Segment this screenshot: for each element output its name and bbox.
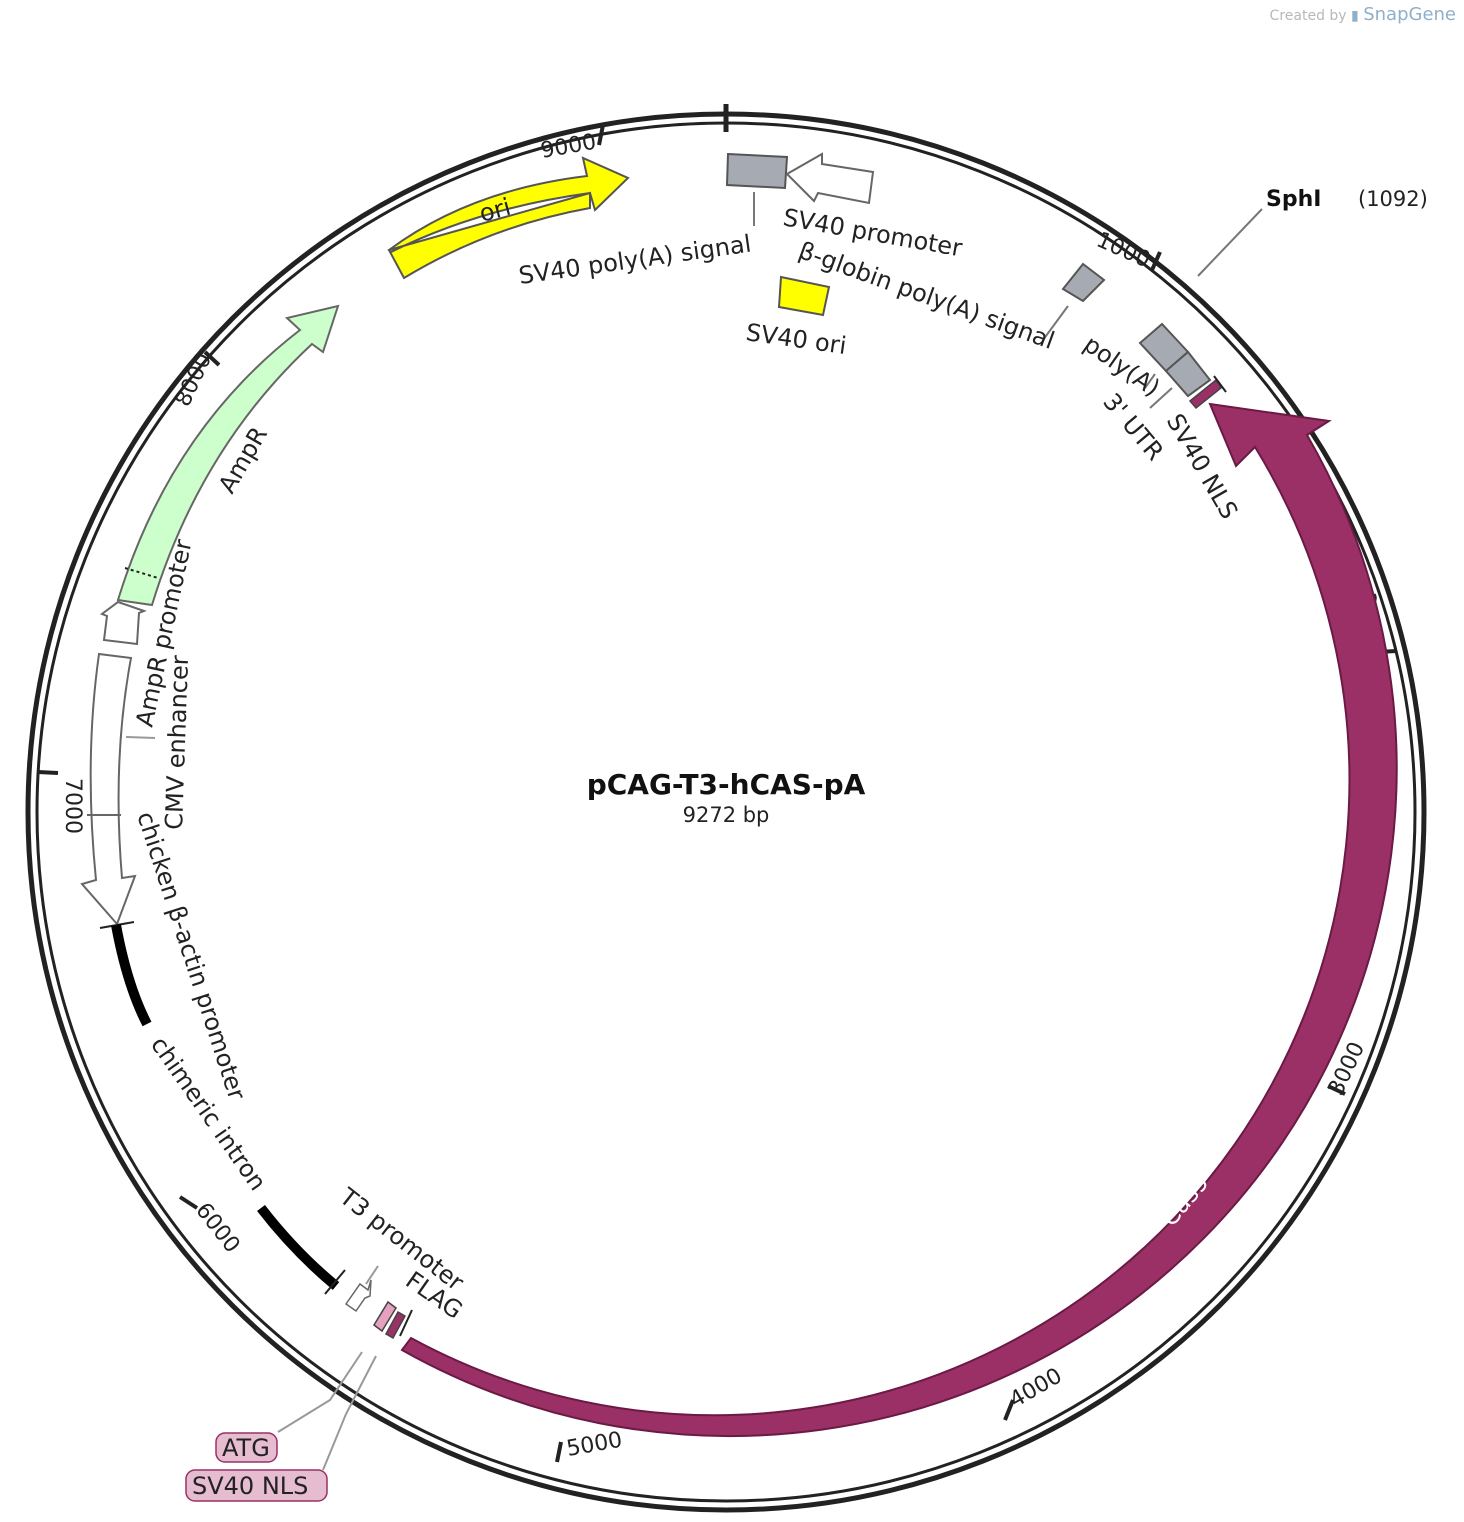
tick-label-7000: 7000 — [60, 778, 85, 834]
tick-6000 — [178, 1195, 199, 1210]
cmv-label: CMV enhancer — [160, 655, 194, 830]
sv40-nls-bottom-label: SV40 NLS — [192, 1472, 308, 1500]
sphi-enzyme-label: SphI — [1266, 187, 1321, 212]
sv40-nls-bottom-badge — [185, 1469, 328, 1502]
bglobin-polya-feature — [1061, 262, 1106, 303]
tick-label-1000: 1000 — [1093, 228, 1154, 274]
chimeric-intron-feature-a — [111, 924, 152, 1027]
t3-leader — [365, 1265, 379, 1285]
cmv-chicken-feature — [80, 652, 137, 926]
chimeric-intron-label: chimeric intron — [145, 1031, 272, 1195]
tick-label-6000: 6000 — [190, 1198, 244, 1258]
intron-end-tick — [324, 1269, 346, 1295]
tick-3000 — [1327, 1084, 1346, 1096]
polya-leader — [1144, 373, 1156, 389]
credit-brand: SnapGene — [1363, 4, 1456, 25]
ampr-feature — [116, 304, 340, 607]
sv40-nls-bottom-feature — [384, 1310, 407, 1340]
snapgene-credit: Created by ▮ SnapGene — [1270, 4, 1456, 25]
atg-badge — [215, 1432, 278, 1463]
sv40-nls-top-feature — [1188, 378, 1222, 410]
flag-tick — [399, 1309, 413, 1337]
sv40-polya-feature — [725, 152, 789, 190]
chicken-promoter-label: chicken β-actin promoter — [131, 808, 251, 1103]
snapgene-logo-icon: ▮ — [1351, 8, 1359, 24]
tick-8000 — [203, 350, 221, 367]
tick-9000 — [597, 124, 605, 146]
sv40-polya-label: SV40 poly(A) signal — [517, 230, 753, 290]
plasmid-name: pCAG-T3-hCAS-pA — [587, 768, 866, 801]
sv40-promoter-feature — [785, 152, 875, 205]
ampr-promoter-feature — [99, 600, 147, 646]
utr-leader — [1149, 387, 1173, 409]
bglobin-leader — [1042, 305, 1069, 341]
utr-feature — [1164, 350, 1212, 398]
tick-5000 — [555, 1441, 563, 1463]
sv40-ori-feature — [777, 275, 831, 317]
sphi-leader-line — [1197, 208, 1263, 277]
sv40-nls-bottom-leader — [322, 1355, 377, 1471]
tick-1000 — [1150, 251, 1162, 271]
atg-label: ATG — [222, 1434, 270, 1462]
plasmid-length: 9272 bp — [683, 803, 770, 827]
ori-feature — [387, 156, 630, 280]
atg-leader — [277, 1351, 363, 1433]
tick-4000 — [1003, 1399, 1015, 1421]
tick-7000 — [37, 770, 59, 775]
sv40-nls-top-tick — [1213, 375, 1227, 393]
tick-label-5000: 5000 — [565, 1428, 624, 1462]
atg-feature — [373, 1300, 397, 1333]
cmv-leader — [125, 736, 156, 739]
sv40-ori-label: SV40 ori — [744, 318, 848, 360]
t3-promoter-label: T3 promoter — [334, 1182, 469, 1296]
t3-promoter-feature — [344, 1279, 372, 1313]
sphi-position-label: (1092) — [1358, 187, 1428, 211]
cas9-feature — [400, 402, 1398, 1438]
chimeric-intron-feature-b — [257, 1204, 340, 1290]
credit-prefix: Created by — [1269, 8, 1347, 24]
